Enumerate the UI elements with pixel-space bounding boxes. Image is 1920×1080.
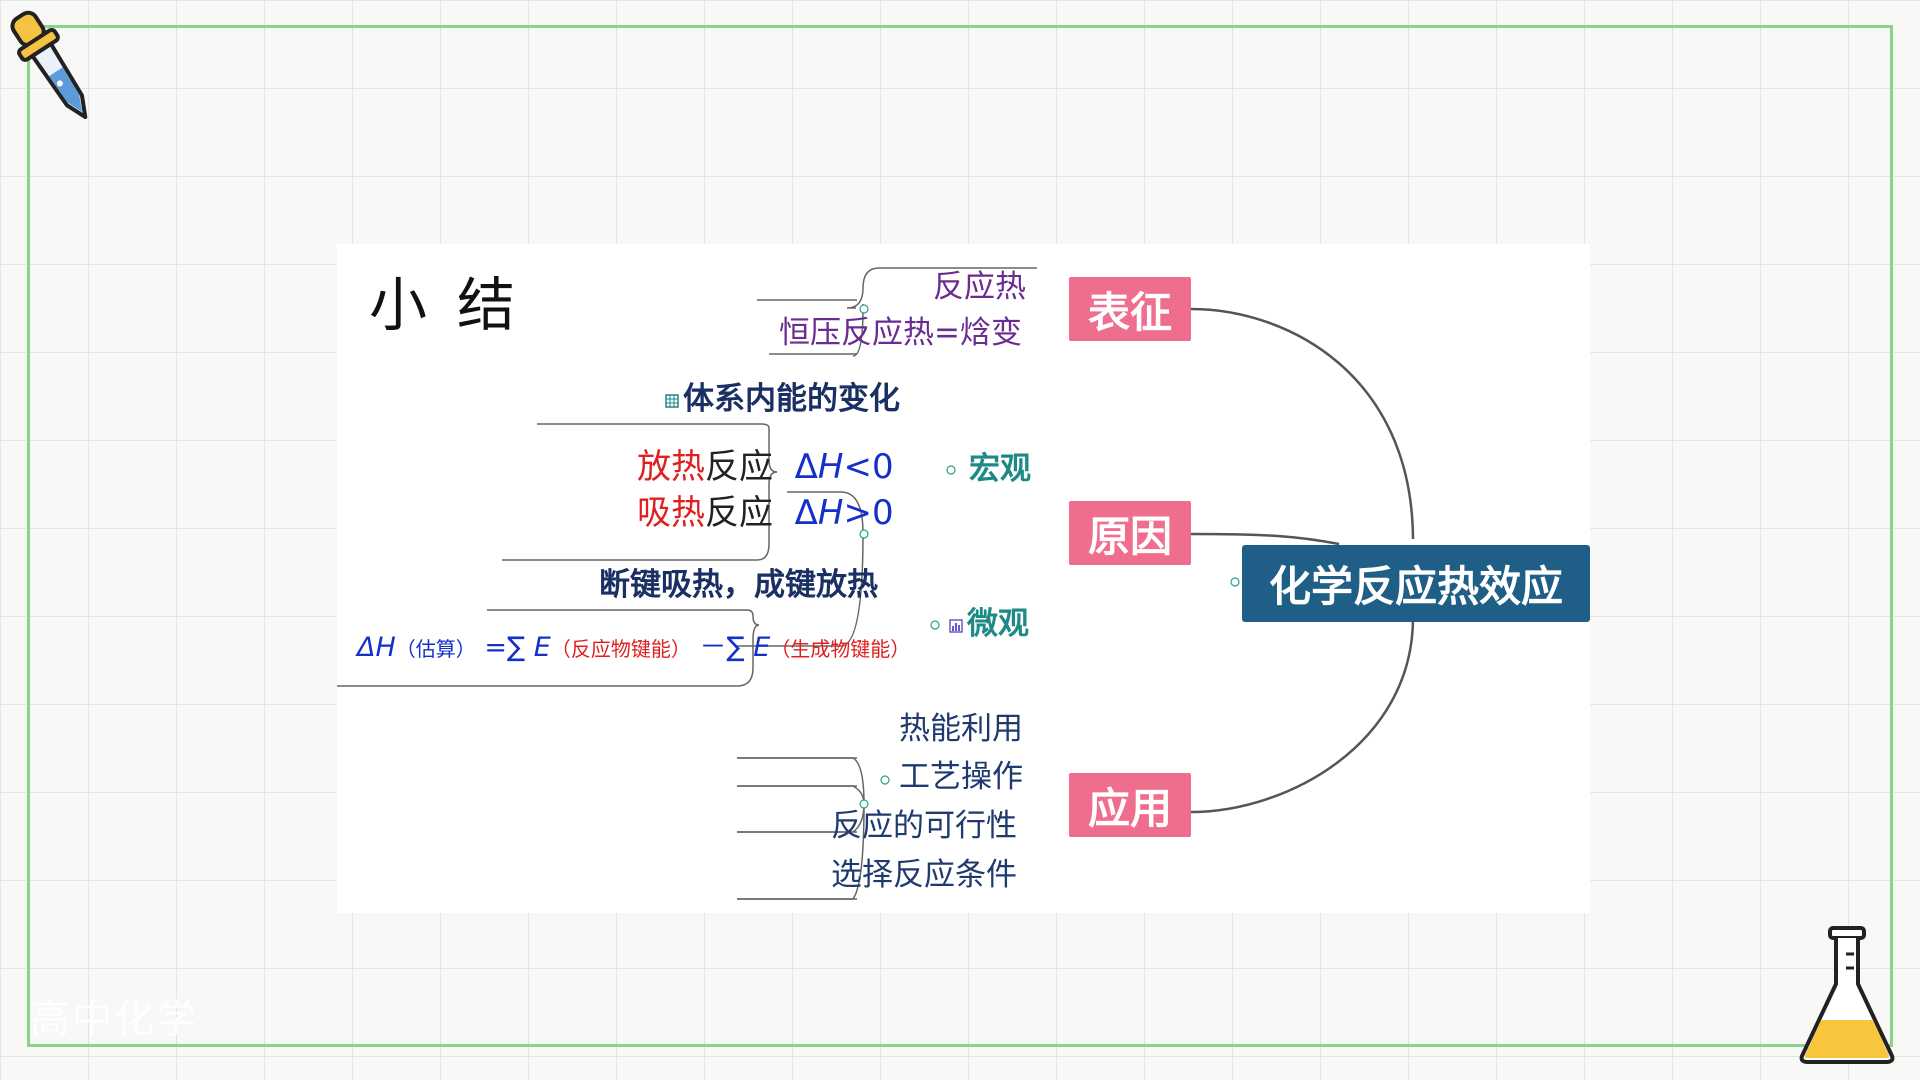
exo-word: 放热 [637, 447, 705, 487]
branch-biaozheng[interactable]: 表征 [1069, 277, 1191, 341]
footer-watermark: 高中化学 [30, 996, 198, 1042]
expand-icon [930, 620, 940, 630]
weiguan-label[interactable]: 微观 [949, 609, 1029, 640]
flask-icon [1799, 926, 1895, 1064]
formula-eq-sum1: =∑ [484, 632, 526, 663]
mindmap-connectors [337, 267, 1415, 900]
summary-title: 小结 [369, 271, 546, 339]
branch-biaozheng-label: 表征 [1087, 287, 1172, 337]
exo-delta: Δ [794, 447, 818, 487]
chart-icon [949, 618, 963, 633]
formula-minus-sum: －∑ [699, 632, 745, 663]
formula-sub1: （反应物键能） [550, 637, 691, 661]
endo-delta: Δ [794, 493, 818, 533]
biaozheng-item-2: 恒压反应热=焓变 [779, 315, 1022, 351]
weiguan-note: 断键吸热，成键放热 [599, 567, 878, 603]
expand-icon [859, 529, 869, 539]
formula-sub2: （生成物键能） [770, 637, 911, 661]
slide-frame [27, 25, 1893, 1047]
yingyong-item-1: 热能利用 [899, 711, 1023, 747]
branch-yuanyin-label: 原因 [1087, 511, 1172, 561]
hongguan-note-text: 体系内能的变化 [683, 381, 900, 417]
dropper-icon [10, 10, 88, 120]
bond-energy-formula: ΔH（估算） =∑ E（反应物键能） －∑ E（生成物键能） [357, 634, 910, 661]
biaozheng-item-1: 反应热 [933, 269, 1026, 305]
branch-yuanyin[interactable]: 原因 [1069, 501, 1191, 565]
weiguan-label-text: 微观 [967, 606, 1029, 642]
expand-icon [859, 304, 869, 314]
yingyong-item-4: 选择反应条件 [831, 857, 1017, 893]
endothermic-line: 吸热反应 ΔH>0 [637, 496, 894, 530]
endo-rel: >0 [843, 493, 894, 533]
root-node[interactable]: 化学反应热效应 [1242, 545, 1590, 622]
expand-icon [946, 465, 956, 475]
exo-rest: 反应 [705, 447, 773, 487]
hongguan-label[interactable]: 宏观 [969, 451, 1031, 487]
table-icon [665, 393, 679, 408]
exothermic-line: 放热反应 ΔH<0 [637, 450, 894, 484]
branch-yingyong-label: 应用 [1087, 783, 1172, 833]
yingyong-item-3: 反应的可行性 [831, 808, 1017, 844]
endo-h: H [817, 493, 844, 533]
branch-yingyong[interactable]: 应用 [1069, 773, 1191, 837]
summary-panel: 小结 化学反应热效应 表征 反应热 恒压反应热=焓变 原因 宏观 体系内能的变化… [337, 244, 1590, 913]
root-node-label: 化学反应热效应 [1268, 562, 1563, 611]
formula-e1: E [533, 632, 551, 663]
hongguan-note: 体系内能的变化 [665, 384, 900, 415]
formula-e2: E [753, 632, 771, 663]
formula-lhs-sub: （估算） [395, 637, 476, 661]
formula-lhs: ΔH [357, 632, 396, 663]
expand-icon [1230, 577, 1240, 587]
yingyong-item-2: 工艺操作 [899, 759, 1023, 795]
exo-rel: <0 [843, 447, 894, 487]
expand-icon [880, 775, 890, 785]
exo-h: H [817, 447, 844, 487]
endo-word: 吸热 [637, 493, 705, 533]
expand-icon [859, 799, 869, 809]
endo-rest: 反应 [705, 493, 773, 533]
